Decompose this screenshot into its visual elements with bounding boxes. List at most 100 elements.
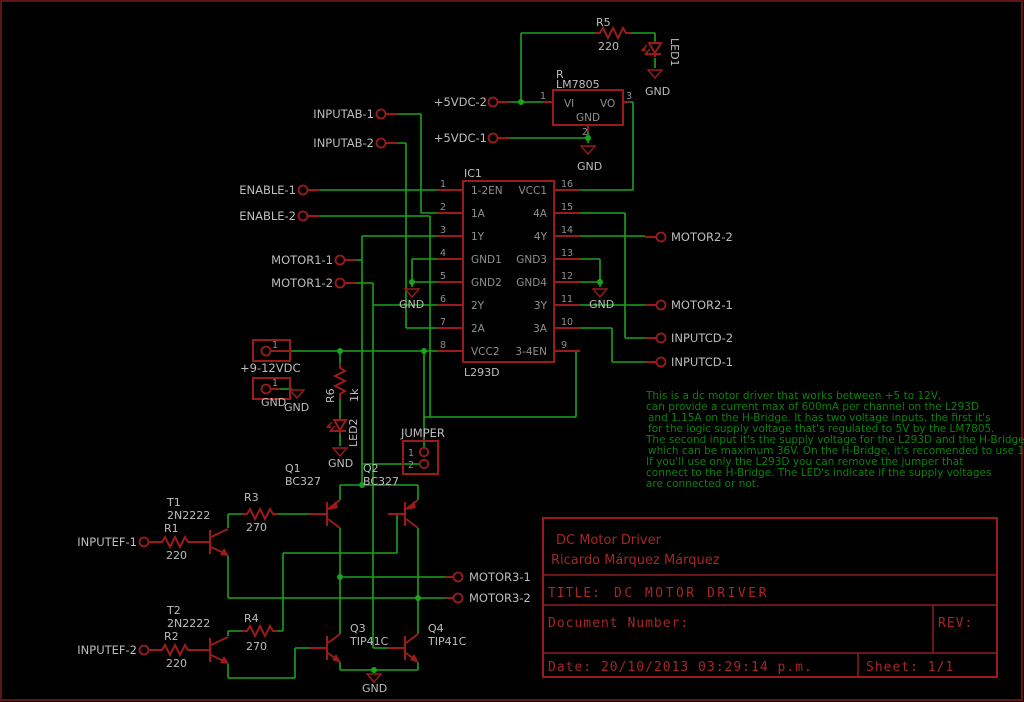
wire-ic-right[interactable] <box>580 212 645 363</box>
net-label-inputef1: INPUTEF-1 <box>77 535 137 549</box>
pad-5vdc1[interactable] <box>487 132 499 144</box>
transistor-q4[interactable] <box>387 633 420 664</box>
supply-pin-1: 1 <box>272 340 278 351</box>
pad-inputcd1[interactable] <box>655 356 667 368</box>
part-name-reg: R <box>556 68 564 81</box>
net-label-inputcd1: INPUTCD-1 <box>671 355 733 369</box>
transistor-t2[interactable] <box>192 636 230 665</box>
resistor-r4[interactable] <box>241 625 279 637</box>
part-name-r5: R5 <box>596 16 611 29</box>
net-label-5vdc1: +5VDC-1 <box>434 131 487 145</box>
gnd-symbol[interactable] <box>366 673 382 683</box>
net-label-motor2-1: MOTOR2-1 <box>671 298 733 312</box>
resistor-r3[interactable] <box>241 508 279 520</box>
title-block-company: DC Motor Driver <box>556 533 662 548</box>
ic1-pin-num: 9 <box>561 340 567 351</box>
net-label-5vdc2: +5VDC-2 <box>434 95 487 109</box>
pad-inputab1[interactable] <box>375 108 387 120</box>
gnd-symbol[interactable] <box>592 288 608 298</box>
ic1-pin-name: 3-4EN <box>515 346 547 358</box>
note-line: If you'll use only the L293D you can rem… <box>646 456 963 468</box>
pad-5vdc2[interactable] <box>487 96 499 108</box>
transistor-q1[interactable] <box>309 499 341 529</box>
gnd-label: GND <box>589 298 614 311</box>
gnd-label: GND <box>399 298 424 311</box>
gnd-label: GND <box>284 401 309 414</box>
jumper-pad-1[interactable] <box>418 446 430 458</box>
gnd-symbol[interactable] <box>289 389 305 399</box>
ic1-pin-num: 2 <box>440 202 446 213</box>
pad-motor3-1[interactable] <box>452 571 464 583</box>
part-value-ic1: L293D <box>464 366 500 379</box>
pad-inputcd2[interactable] <box>655 332 667 344</box>
ic1-pin-num: 16 <box>561 179 573 190</box>
ic1-pin-name: GND4 <box>516 277 547 289</box>
part-value-q2: BC327 <box>363 475 399 488</box>
part-name-t1: T1 <box>166 496 181 509</box>
gnd-symbol[interactable] <box>332 447 348 457</box>
pad-inputab2[interactable] <box>375 137 387 149</box>
title-value: DC MOTOR DRIVER <box>614 586 769 601</box>
pad-motor1-2[interactable] <box>334 277 346 289</box>
jumper-body[interactable] <box>402 440 439 475</box>
supply-pad-2[interactable] <box>260 383 272 395</box>
gnd-symbol[interactable] <box>580 145 596 155</box>
net-label-motor3-1: MOTOR3-1 <box>469 570 531 584</box>
pad-motor1-1[interactable] <box>334 254 346 266</box>
ic1-pin-name: 3Y <box>534 300 548 312</box>
part-value-t2: 2N2222 <box>167 617 210 630</box>
transistor-q2[interactable] <box>387 499 419 529</box>
supply-connector-2[interactable] <box>252 377 291 400</box>
ic1-pin-num: 14 <box>561 225 573 236</box>
supply-connector-1[interactable] <box>252 339 291 362</box>
ic1-body[interactable] <box>462 180 555 363</box>
note-line: and 1.15A on the H-Bridge. It has two vo… <box>648 412 991 424</box>
annotation-note: This is a dc motor driver that works bet… <box>645 390 1024 490</box>
part-value-t1: 2N2222 <box>167 509 210 522</box>
regulator-body[interactable] <box>552 89 624 126</box>
reg-pin-num-3: 3 <box>626 91 632 102</box>
part-name-ic1: IC1 <box>464 167 482 180</box>
part-name-r3: R3 <box>244 491 259 504</box>
reg-pin-vo: VO <box>600 98 615 110</box>
led2[interactable] <box>325 417 347 435</box>
pad-motor3-2[interactable] <box>452 592 464 604</box>
pad-inputef1[interactable] <box>138 536 150 548</box>
ic1-pin-name: GND3 <box>516 254 547 266</box>
ic1-pin-num: 11 <box>561 294 573 305</box>
net-label-motor1-1: MOTOR1-1 <box>271 253 333 267</box>
resistor-r5[interactable] <box>594 27 632 39</box>
part-value-r6: 1k <box>348 388 361 402</box>
resistor-r1[interactable] <box>156 536 194 548</box>
wire-vcc-rail[interactable] <box>271 350 577 447</box>
part-name-t2: T2 <box>166 604 181 617</box>
pad-motor2-2[interactable] <box>655 231 667 243</box>
transistor-t1[interactable] <box>192 528 230 557</box>
wire-top-supply[interactable] <box>510 32 656 191</box>
title-label: TITLE: <box>548 586 601 601</box>
ic1-pin-name: VCC2 <box>471 346 500 358</box>
gnd-symbol[interactable] <box>404 288 420 298</box>
transistor-q3[interactable] <box>309 633 342 664</box>
pad-motor2-1[interactable] <box>655 299 667 311</box>
supply-pad-1[interactable] <box>260 345 272 357</box>
part-name-r1: R1 <box>164 522 179 535</box>
pad-inputef2[interactable] <box>138 644 150 656</box>
junction <box>359 482 365 488</box>
resistor-r2[interactable] <box>156 644 194 656</box>
jumper-label: JUMPER <box>400 426 445 440</box>
part-value-r3: 270 <box>246 521 267 534</box>
title-block: DC Motor Driver Ricardo Márquez Márquez … <box>542 517 998 678</box>
jumper-pad-2[interactable] <box>418 458 430 470</box>
led1[interactable] <box>640 40 662 58</box>
pad-enable2[interactable] <box>297 210 309 222</box>
wire-ic-left[interactable] <box>320 113 437 649</box>
wires[interactable] <box>227 32 656 679</box>
pad-enable1[interactable] <box>297 184 309 196</box>
gnd-label: GND <box>645 85 670 98</box>
ic1-pin-name: 1A <box>471 208 486 220</box>
gnd-symbol[interactable] <box>647 69 663 79</box>
reg-pin-vi: VI <box>564 98 574 110</box>
date-value: Date: 20/10/2013 03:29:14 p.m. <box>548 660 813 675</box>
